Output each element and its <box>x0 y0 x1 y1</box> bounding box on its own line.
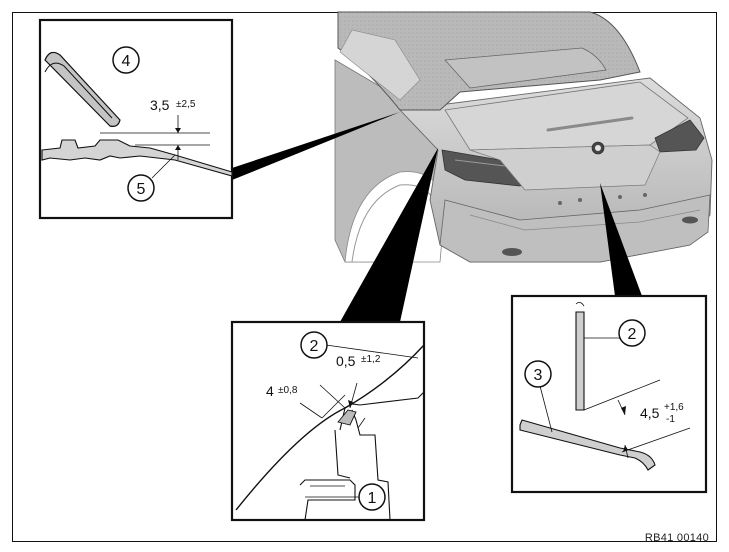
callout-1: 1 <box>368 490 377 507</box>
callout-2-gap: 2 <box>310 338 319 355</box>
detail-box-seal-offset: 2 3 4,5 +1,6 -1 <box>510 294 708 494</box>
dim-width-value: 4 <box>266 383 274 399</box>
detail-box-trunk-gap: 2 1 0,5 ±1,2 4 ±0,8 <box>230 320 426 522</box>
seal-profile-part-5 <box>41 139 233 177</box>
car-rear-view <box>334 11 713 263</box>
callout-5: 5 <box>137 181 146 198</box>
callout-2-panel: 2 <box>628 326 637 343</box>
right-tail-light <box>654 119 705 153</box>
figure-reference: RB41 00140 <box>644 532 709 544</box>
seal-part-3 <box>519 419 656 471</box>
detail-box-seal-clearance: 4 5 3,5 ±2,5 <box>38 18 234 220</box>
dim-gap-value: 0,5 <box>336 353 356 369</box>
dim-gap-tolerance: ±1,2 <box>361 354 381 365</box>
dim-right-tol-minus: -1 <box>666 414 675 425</box>
dim-top-value: 3,5 <box>150 97 170 113</box>
trim-strip-part-4 <box>44 51 121 127</box>
dim-width-tolerance: ±0,8 <box>278 385 298 396</box>
dim-right-tol-plus: +1,6 <box>664 402 684 413</box>
panel-part-2 <box>575 311 585 411</box>
seal-clip-part-1 <box>299 479 356 521</box>
callout-3: 3 <box>534 367 543 384</box>
dim-top-tolerance: ±2,5 <box>176 99 196 110</box>
detail-leaders <box>232 112 642 322</box>
dim-right-value: 4,5 <box>640 405 660 421</box>
callout-4: 4 <box>122 53 131 70</box>
